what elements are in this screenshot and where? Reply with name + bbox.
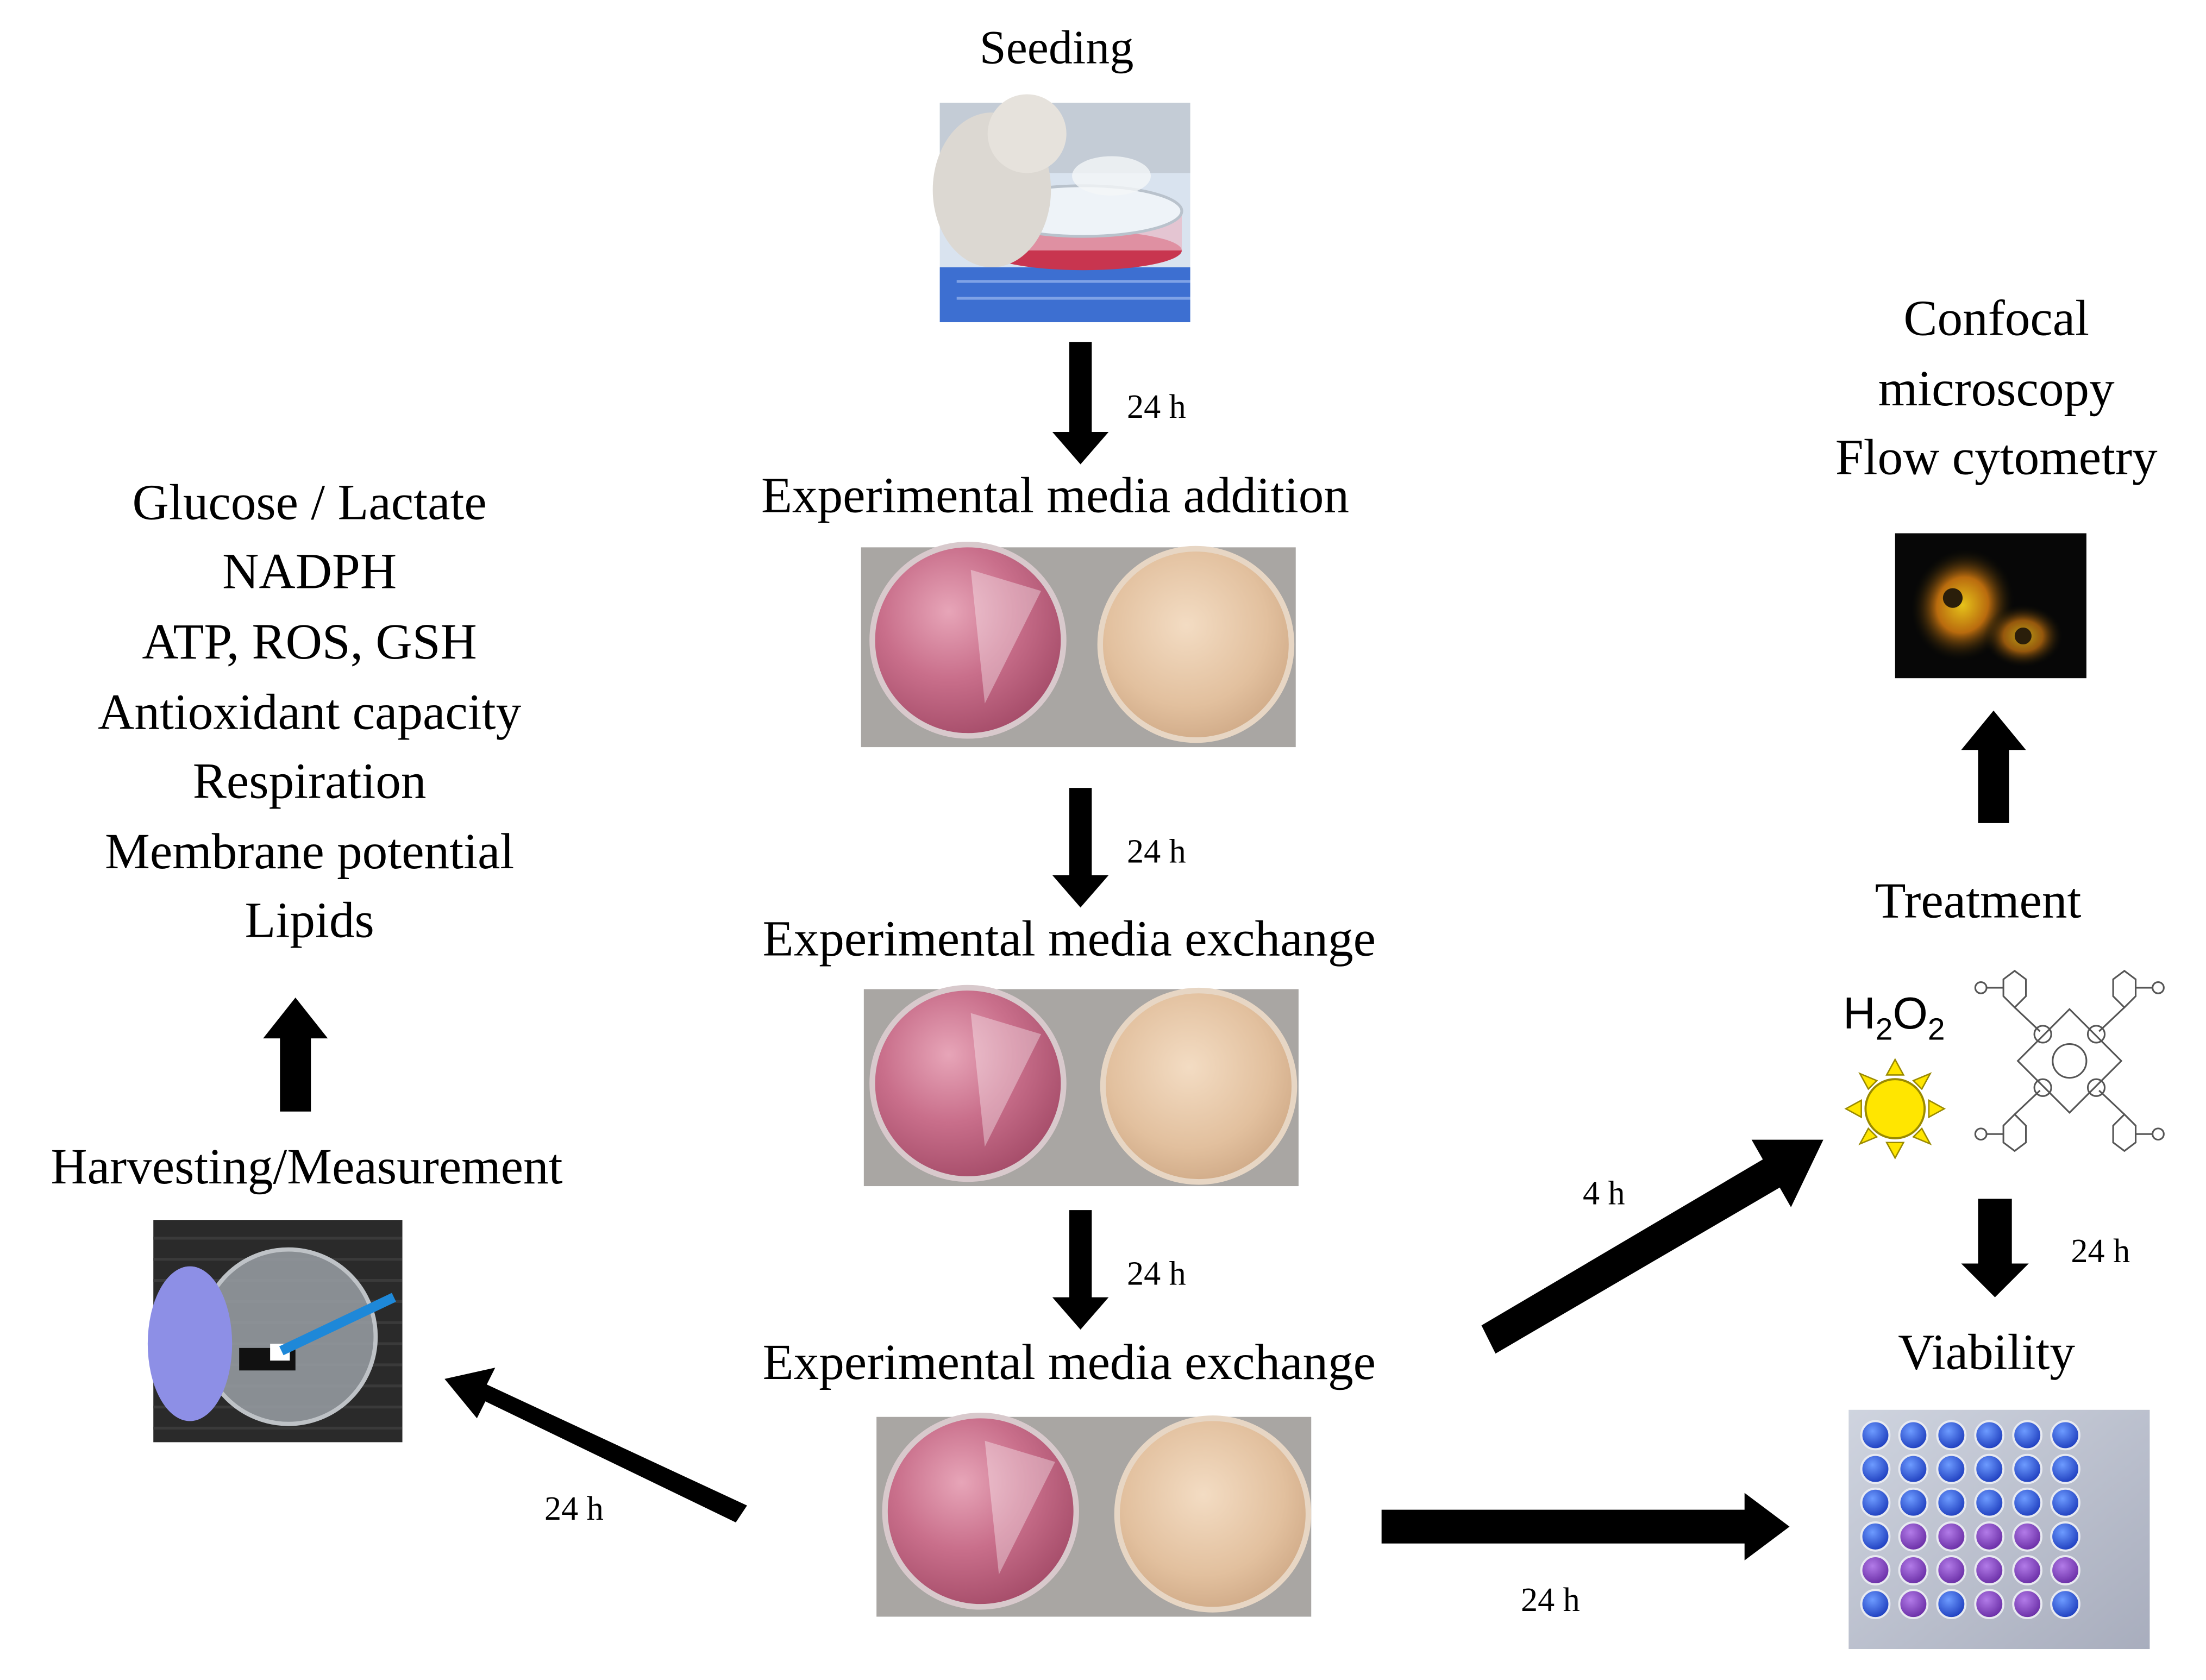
plate-well (1974, 1487, 2005, 1518)
plate-well (1936, 1420, 1967, 1451)
plate-well (2012, 1555, 2042, 1585)
imaging-item: Confocal (1903, 290, 2089, 346)
plate-well (1974, 1420, 2005, 1451)
viability-title: Viability (1898, 1325, 2075, 1381)
plate-well (1974, 1589, 2005, 1619)
plate-well (1860, 1589, 1891, 1619)
plate-well (2012, 1487, 2042, 1518)
plate-well (1936, 1487, 1967, 1518)
plate-well (2050, 1555, 2080, 1585)
measurement-item: Membrane potential (105, 824, 514, 880)
measurement-list: Glucose / Lactate NADPH ATP, ROS, GSH An… (98, 475, 522, 949)
plate-well (2050, 1420, 2080, 1451)
plate-well (1898, 1555, 1929, 1585)
duration-exchange-to-exchange: 24 h (1127, 1255, 1186, 1292)
duration-to-harvest: 24 h (544, 1490, 604, 1527)
h2o2-sub1: 2 (1876, 1012, 1893, 1047)
harvesting-title: Harvesting/Measurement (51, 1139, 562, 1195)
exchange-2-title: Experimental media exchange (763, 1334, 1376, 1390)
plate-well (2050, 1589, 2080, 1619)
confocal-image (1895, 533, 2086, 679)
seeding-photo (932, 94, 1190, 323)
plate-well (1974, 1453, 2005, 1484)
plate-well (1898, 1521, 1929, 1552)
h2o2-o: O (1892, 988, 1927, 1038)
plate-well (2050, 1487, 2080, 1518)
plate-well (2012, 1589, 2042, 1619)
arrow-to-harvesting (444, 1368, 747, 1522)
seeding-title: Seeding (980, 22, 1134, 74)
plate-well (1898, 1453, 1929, 1484)
h2o2-h: H (1843, 988, 1876, 1038)
measurement-item: Glucose / Lactate (133, 475, 487, 531)
plate-well (1860, 1555, 1891, 1585)
measurement-item: Lipids (245, 893, 374, 949)
measurement-item: Respiration (193, 753, 427, 809)
plate-well (1860, 1487, 1891, 1518)
measurement-item: NADPH (222, 543, 397, 599)
harvest-photo (147, 1220, 403, 1443)
plate-well (2012, 1453, 2042, 1484)
exchange-1-title: Experimental media exchange (763, 911, 1376, 967)
dish-photo-exchange-1 (863, 985, 1299, 1187)
duration-to-treatment: 4 h (1583, 1175, 1625, 1212)
plate-well (1898, 1487, 1929, 1518)
plate-well (1860, 1521, 1891, 1552)
dish-photo-addition (861, 542, 1296, 748)
measurement-item: Antioxidant capacity (98, 684, 522, 740)
plate-well (2050, 1453, 2080, 1484)
imaging-list: Confocal microscopy Flow cytometry (1835, 290, 2158, 485)
plate-well (1898, 1420, 1929, 1451)
duration-treatment-to-viability: 24 h (2071, 1233, 2130, 1270)
plate-well (1860, 1420, 1891, 1451)
duration-seed-to-addition: 24 h (1127, 388, 1186, 425)
arrow-exchange-to-exchange (1052, 1210, 1109, 1330)
plate-well (1936, 1453, 1967, 1484)
plate-well (1936, 1521, 1967, 1552)
arrow-seed-to-addition (1052, 342, 1109, 465)
plate-well (1860, 1453, 1891, 1484)
arrow-to-viability (1381, 1493, 1790, 1560)
addition-title: Experimental media addition (761, 468, 1349, 524)
h2o2-label: H2O2 (1843, 988, 1945, 1047)
plate-well (1974, 1521, 2005, 1552)
sun-icon (1844, 1058, 1946, 1159)
arrow-to-measurements (263, 998, 328, 1112)
h2o2-sub2: 2 (1928, 1012, 1945, 1047)
plate-well (2050, 1521, 2080, 1552)
plate-well (1974, 1555, 2005, 1585)
treatment-title: Treatment (1875, 873, 2082, 929)
porphyrin-structure (1974, 969, 2165, 1152)
measurement-item: ATP, ROS, GSH (142, 614, 477, 670)
arrow-addition-to-exchange (1052, 788, 1109, 908)
well-plate-photo (1848, 1409, 2150, 1650)
duration-addition-to-exchange: 24 h (1127, 833, 1186, 870)
plate-well (2012, 1420, 2042, 1451)
imaging-item: Flow cytometry (1835, 430, 2158, 486)
arrow-to-imaging (1961, 710, 2026, 823)
plate-well (1936, 1555, 1967, 1585)
arrow-to-treatment (1481, 1139, 1823, 1354)
duration-to-viability: 24 h (1521, 1582, 1580, 1619)
dish-photo-exchange-2 (876, 1412, 1312, 1617)
plate-well (2012, 1521, 2042, 1552)
imaging-item: microscopy (1878, 361, 2115, 417)
plate-well (1936, 1589, 1967, 1619)
plate-well (1898, 1589, 1929, 1619)
arrow-treatment-to-viability (1961, 1199, 2029, 1297)
